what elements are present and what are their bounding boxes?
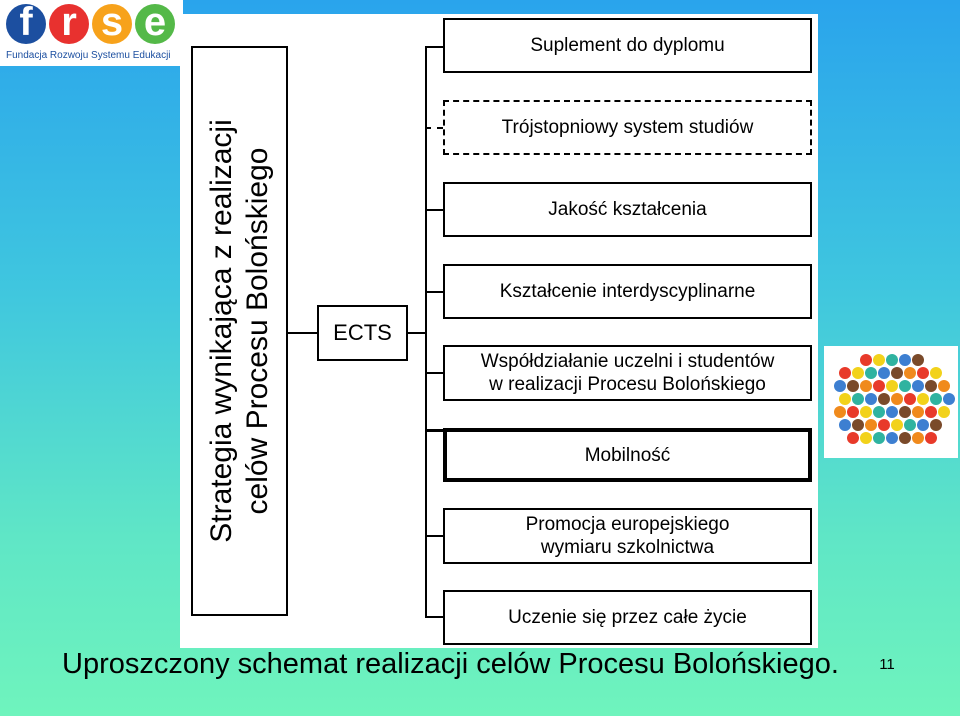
item-label: Jakość kształcenia — [548, 199, 707, 220]
molecule-atom — [899, 354, 911, 366]
molecule-atom — [886, 380, 898, 392]
molecule-atom — [860, 432, 872, 444]
molecule-atom — [904, 393, 916, 405]
molecule-atom — [917, 367, 929, 379]
molecule-atom — [865, 419, 877, 431]
molecule-atom — [886, 406, 898, 418]
molecule-atom — [839, 393, 851, 405]
branch-3 — [425, 209, 443, 211]
molecule-atom — [852, 419, 864, 431]
molecule-atom — [891, 419, 903, 431]
strategy-text: Strategia wynikająca z realizacji celów … — [204, 51, 276, 611]
molecule-atom — [930, 419, 942, 431]
page-number: 11 — [879, 656, 895, 673]
molecule-atom — [860, 406, 872, 418]
item-label: Kształcenie interdyscyplinarne — [499, 281, 756, 302]
molecule-atom — [912, 432, 924, 444]
molecule-atom — [873, 432, 885, 444]
molecule-atom — [938, 380, 950, 392]
molecule-atom — [917, 393, 929, 405]
branch-5 — [425, 372, 443, 374]
molecule-atom — [912, 380, 924, 392]
molecule-atom — [904, 367, 916, 379]
item-lifelong-learning: Uczenie się przez całe życie — [443, 590, 812, 645]
molecule-atom — [925, 406, 937, 418]
connector-strategy-ects — [288, 332, 317, 334]
molecule-atom — [873, 354, 885, 366]
molecule-atom — [917, 419, 929, 431]
item-cooperation: Współdziałanie uczelni i studentów w rea… — [443, 345, 812, 401]
molecule-atom — [886, 354, 898, 366]
molecule-atom — [847, 432, 859, 444]
item-interdisciplinary: Kształcenie interdyscyplinarne — [443, 264, 812, 319]
item-supplement: Suplement do dyplomu — [443, 18, 812, 73]
molecule-atom — [860, 354, 872, 366]
logo-subtitle: Fundacja Rozwoju Systemu Edukacji — [6, 50, 171, 61]
item-quality: Jakość kształcenia — [443, 182, 812, 237]
molecule-atom — [852, 393, 864, 405]
connector-spine — [425, 46, 427, 618]
molecule-atom — [852, 367, 864, 379]
logo-letter-f: f — [6, 2, 46, 44]
branch-1 — [425, 46, 443, 48]
connector-ects-spine — [408, 332, 427, 334]
molecule-atom — [878, 419, 890, 431]
strategy-line-2: celów Procesu Bolońskiego — [240, 147, 274, 515]
molecule-atom — [930, 393, 942, 405]
molecule-atom — [938, 406, 950, 418]
logo-letter-r: r — [49, 2, 89, 44]
branch-7 — [425, 535, 443, 537]
molecule-atom — [878, 393, 890, 405]
branch-4 — [425, 291, 443, 293]
strategy-line-1: Strategia wynikająca z realizacji — [204, 119, 238, 543]
molecule-atom — [873, 406, 885, 418]
molecule-atom — [878, 367, 890, 379]
molecule-atom — [873, 380, 885, 392]
molecule-atom — [912, 354, 924, 366]
molecule-atom — [891, 393, 903, 405]
logo-letter-s: s — [92, 2, 132, 44]
branch-2 — [425, 127, 443, 129]
strategy-box: Strategia wynikająca z realizacji celów … — [191, 46, 288, 616]
molecule-atom — [886, 432, 898, 444]
item-label: Promocja europejskiego wymiaru szkolnict… — [525, 514, 730, 558]
molecule-atom — [899, 432, 911, 444]
molecule-atom — [865, 393, 877, 405]
item-label: Trójstopniowy system studiów — [501, 117, 754, 138]
molecule-image — [824, 346, 958, 458]
molecule-atom — [891, 367, 903, 379]
molecule-atom — [943, 393, 955, 405]
item-label: Suplement do dyplomu — [530, 35, 725, 56]
item-label: Uczenie się przez całe życie — [508, 607, 747, 628]
molecule-atom — [839, 367, 851, 379]
branch-8 — [425, 616, 443, 618]
molecule-atom — [860, 380, 872, 392]
molecule-atom — [847, 406, 859, 418]
logo-letters: f r s e — [6, 2, 175, 44]
molecule-atom — [930, 367, 942, 379]
frse-logo: f r s e Fundacja Rozwoju Systemu Edukacj… — [0, 0, 183, 66]
molecule-atom — [904, 419, 916, 431]
item-european-dimension: Promocja europejskiego wymiaru szkolnict… — [443, 508, 812, 564]
item-mobility: Mobilność — [443, 428, 812, 482]
logo-letter-e: e — [135, 2, 175, 44]
item-label: Mobilność — [584, 444, 671, 466]
molecule-atom — [899, 406, 911, 418]
molecule-atom — [899, 380, 911, 392]
ects-box: ECTS — [317, 305, 408, 361]
slide-caption: Uproszczony schemat realizacji celów Pro… — [62, 648, 839, 680]
molecule-atom — [865, 367, 877, 379]
molecule-atom — [834, 406, 846, 418]
molecule-atom — [839, 419, 851, 431]
branch-6 — [425, 429, 443, 432]
molecule-atom — [847, 380, 859, 392]
item-label: Współdziałanie uczelni i studentów w rea… — [480, 351, 775, 395]
molecule-atom — [925, 380, 937, 392]
molecule-atom — [912, 406, 924, 418]
item-three-cycle: Trójstopniowy system studiów — [443, 100, 812, 155]
molecule-atom — [925, 432, 937, 444]
molecule-atom — [834, 380, 846, 392]
